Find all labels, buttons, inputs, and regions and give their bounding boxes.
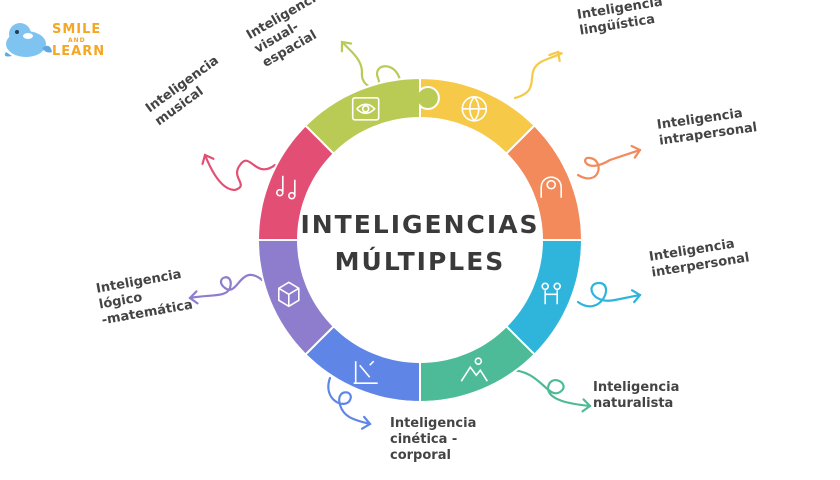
label-naturalista: Inteligencia naturalista <box>593 380 680 411</box>
cube-icon <box>277 281 300 308</box>
globe-icon <box>461 96 488 123</box>
eye-icon <box>351 97 380 121</box>
arrowhead-visual <box>340 40 353 53</box>
arrowhead-musical <box>201 153 215 165</box>
runner-icon <box>353 360 378 385</box>
arrow-intrapersonal <box>576 148 642 180</box>
center-title-line1: INTELIGENCIAS <box>300 210 539 239</box>
label-cinetica: Inteligencia cinética - corporal <box>390 416 477 463</box>
arrow-linguistica <box>513 50 563 100</box>
seal-mascot-icon <box>4 23 52 57</box>
arrowhead-naturalista <box>581 398 592 413</box>
arrowhead-cinetica <box>360 415 372 430</box>
arrow-musical <box>203 153 277 192</box>
arrow-interpersonal <box>576 281 642 308</box>
segment-icons <box>275 96 563 385</box>
logo-text-learn: LEARN <box>52 44 106 59</box>
arrow-cinetica <box>327 376 372 426</box>
arrow-naturalista <box>508 368 592 408</box>
segment-naturalista <box>400 324 537 404</box>
people-icon <box>541 282 562 305</box>
arrowhead-intrapersonal <box>630 144 642 159</box>
arrowhead-interpersonal <box>630 289 642 304</box>
logo-text-smile: SMILE <box>52 22 102 37</box>
arrowhead-logico <box>188 290 199 305</box>
smile-and-learn-logo: SMILE AND LEARN <box>2 18 112 60</box>
puzzle-ring <box>256 76 584 404</box>
arrow-logico <box>188 273 264 300</box>
head-icon <box>540 176 563 198</box>
mountain-icon <box>460 357 488 382</box>
music-note-icon <box>275 175 296 200</box>
arrows <box>188 40 642 430</box>
segment-logico <box>256 220 336 357</box>
arrowhead-linguistica <box>548 50 561 63</box>
logo-text-and: AND <box>68 37 86 44</box>
segment-visual <box>303 76 440 156</box>
center-title-line2: MÚLTIPLES <box>335 246 506 276</box>
